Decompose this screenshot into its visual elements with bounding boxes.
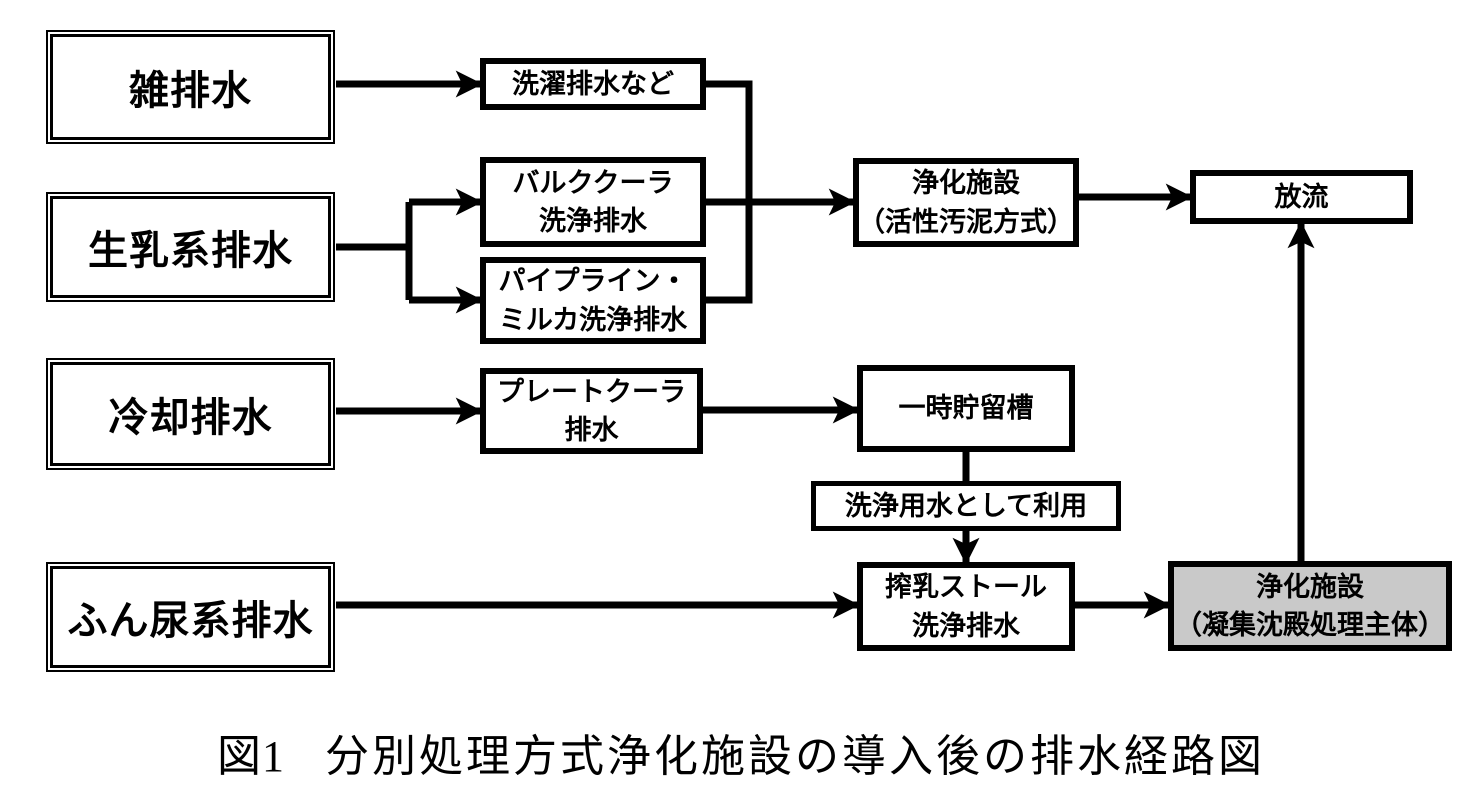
- node-laundry-wastewater: 洗濯排水など: [480, 58, 706, 110]
- node-raw-milk-wastewater: 生乳系排水: [46, 192, 335, 302]
- node-label-line2: （凝集沈殿処理主体）: [1175, 610, 1445, 640]
- connector-merge-to-purification: [706, 80, 753, 304]
- node-label-line1: 浄化施設: [1256, 571, 1364, 602]
- node-label-line1: 搾乳ストール: [885, 572, 1047, 603]
- node-label: ふん尿系排水: [67, 599, 314, 643]
- node-label: 洗浄用水として利用: [844, 490, 1088, 521]
- node-label: 洗濯排水など: [512, 68, 674, 99]
- node-cooling-wastewater: 冷却排水: [46, 358, 335, 470]
- connector-raw-milk-branch: [336, 202, 413, 300]
- caption-text: 分別処理方式浄化施設の導入後の排水経路図: [325, 732, 1265, 781]
- node-label-line1: 浄化施設: [912, 168, 1020, 199]
- caption-figure-number: 図1: [217, 732, 285, 781]
- node-purification-activated-sludge: 浄化施設 （活性汚泥方式）: [853, 158, 1079, 247]
- node-label-line2: 排水: [564, 415, 619, 445]
- node-label: 生乳系排水: [88, 229, 293, 273]
- node-discharge: 放流: [1190, 170, 1413, 224]
- node-pipeline-milker-wastewater: パイプライン・ ミルカ洗浄排水: [480, 257, 706, 344]
- node-manure-wastewater: ふん尿系排水: [46, 562, 335, 672]
- node-reuse-as-washing-water: 洗浄用水として利用: [811, 481, 1121, 531]
- node-misc-wastewater: 雑排水: [46, 30, 335, 144]
- node-label: 一時貯留槽: [898, 393, 1034, 424]
- diagram-caption: 図1 分別処理方式浄化施設の導入後の排水経路図: [0, 712, 1482, 792]
- node-label-line1: バルククーラ: [512, 167, 674, 198]
- node-bulk-cooler-wastewater: バルククーラ 洗浄排水: [480, 157, 706, 247]
- node-label-line2: ミルカ洗浄排水: [498, 304, 688, 335]
- node-label-line1: パイプライン・: [498, 266, 688, 297]
- node-label: 冷却排水: [108, 396, 273, 440]
- node-milking-stall-wastewater: 搾乳ストール 洗浄排水: [857, 562, 1075, 651]
- node-label: 放流: [1274, 181, 1329, 212]
- node-plate-cooler-wastewater: プレートクーラ 排水: [480, 368, 703, 454]
- node-label-line2: 洗浄排水: [912, 610, 1020, 641]
- node-storage-tank: 一時貯留槽: [857, 365, 1075, 452]
- node-label-line2: 洗浄排水: [539, 206, 647, 236]
- node-label-line2: （活性汚泥方式）: [858, 206, 1074, 237]
- node-label-line1: プレートクーラ: [497, 376, 686, 407]
- node-label: 雑排水: [129, 69, 252, 113]
- node-purification-coagulation: 浄化施設 （凝集沈殿処理主体）: [1168, 561, 1452, 651]
